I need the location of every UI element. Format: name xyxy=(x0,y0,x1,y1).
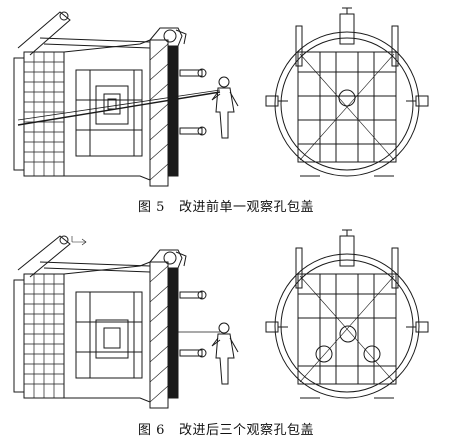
figure-6-caption: 图 6 改进后三个观察孔包盖 xyxy=(0,419,452,438)
observation-port-left xyxy=(315,345,333,363)
ladle-side-view xyxy=(13,11,221,187)
figure-5-drawing xyxy=(13,7,429,187)
observation-port-right xyxy=(363,345,381,363)
cover-front-view xyxy=(265,7,429,177)
figure-6-number: 图 6 xyxy=(138,423,165,438)
figure-6-title: 改进后三个观察孔包盖 xyxy=(178,423,314,438)
figure-6-drawing xyxy=(13,229,429,409)
observation-port xyxy=(338,89,356,107)
figure-5-number: 图 5 xyxy=(138,200,165,215)
figure-5-title: 改进前单一观察孔包盖 xyxy=(178,200,314,215)
figure-5-caption: 图 5 改进前单一观察孔包盖 xyxy=(0,196,452,215)
figure-6: 图 6 改进后三个观察孔包盖 xyxy=(0,222,452,443)
operator-figure xyxy=(211,322,239,385)
operator-figure xyxy=(211,76,239,139)
refractory-lining xyxy=(24,52,64,176)
observation-port-center xyxy=(339,325,357,343)
ladle-side-view xyxy=(13,235,220,409)
figure-5: 图 5 改进前单一观察孔包盖 xyxy=(0,0,452,220)
refractory-lining xyxy=(24,274,64,398)
cover-front-view xyxy=(265,229,429,399)
